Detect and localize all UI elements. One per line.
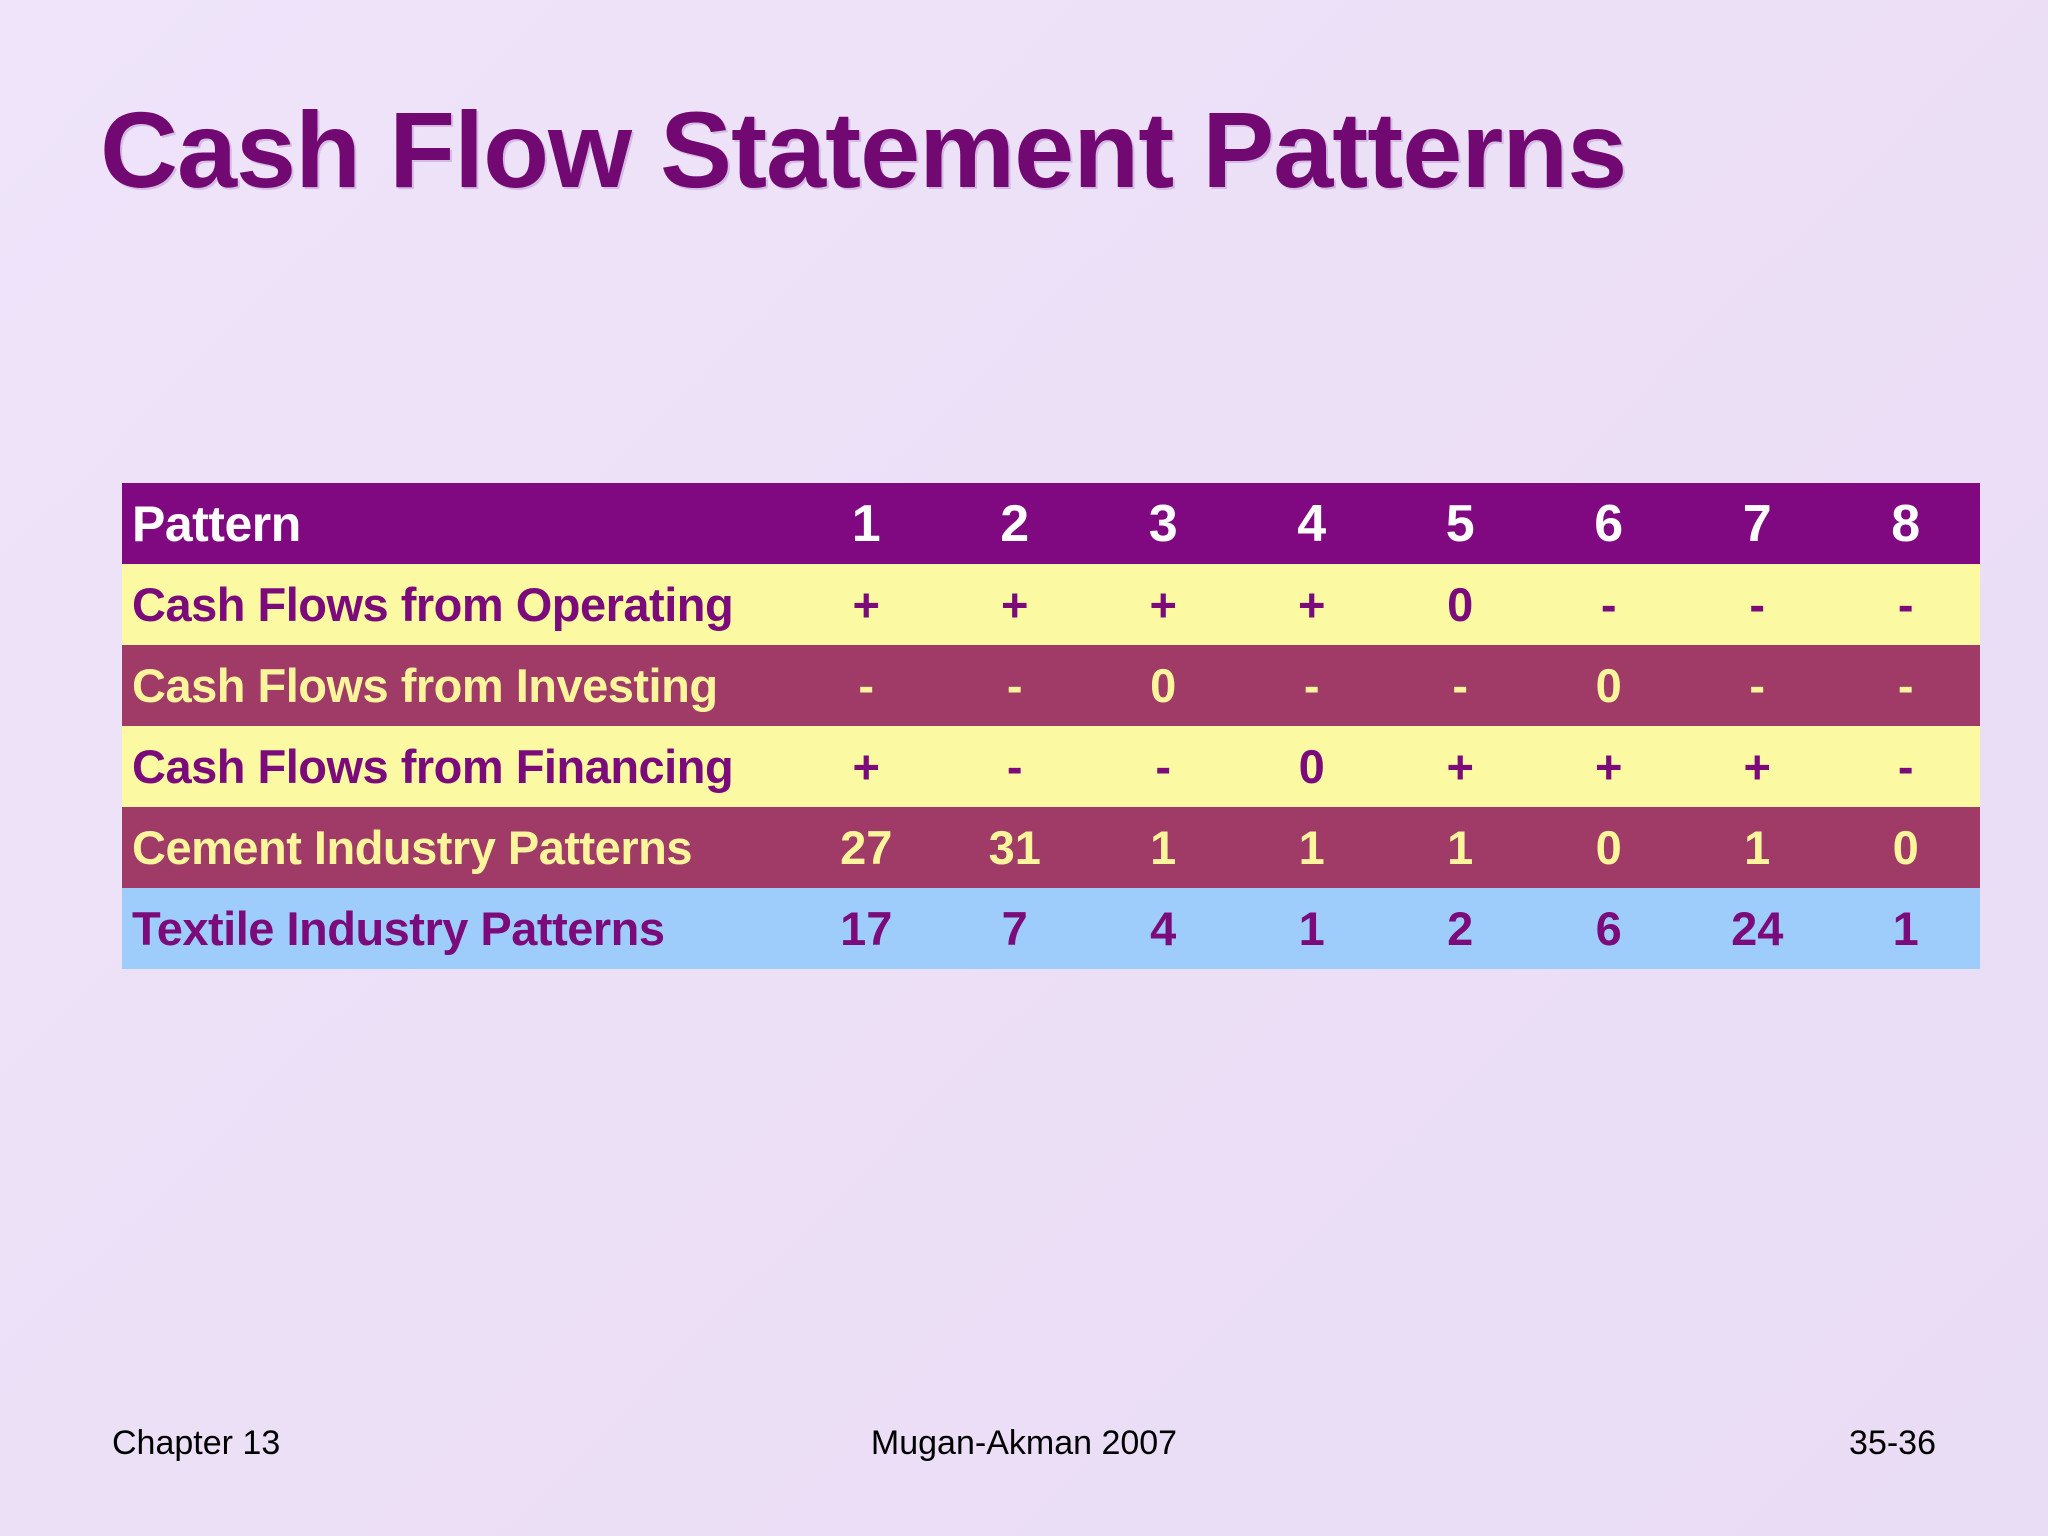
- pattern-table: Pattern 1 2 3 4 5 6 7 8 Cash Flows from …: [122, 483, 1980, 969]
- row-label-cement: Cement Industry Patterns: [122, 807, 792, 888]
- cell-financing-6: +: [1534, 726, 1683, 807]
- cell-operating-7: -: [1683, 564, 1832, 645]
- header-col-5: 5: [1386, 483, 1535, 564]
- cell-investing-4: -: [1237, 645, 1386, 726]
- cell-cement-5: 1: [1386, 807, 1535, 888]
- cell-textile-8: 1: [1831, 888, 1980, 969]
- cell-operating-5: 0: [1386, 564, 1535, 645]
- cell-operating-4: +: [1237, 564, 1386, 645]
- header-col-8: 8: [1831, 483, 1980, 564]
- table-row: Textile Industry Patterns 17 7 4 1 2 6 2…: [122, 888, 1980, 969]
- cell-investing-5: -: [1386, 645, 1535, 726]
- footer-chapter: Chapter 13: [112, 1424, 281, 1462]
- footer-page-number: 35-36: [1849, 1424, 1936, 1462]
- header-col-4: 4: [1237, 483, 1386, 564]
- table-row: Cement Industry Patterns 27 31 1 1 1 0 1…: [122, 807, 1980, 888]
- table-row: Cash Flows from Operating + + + + 0 - - …: [122, 564, 1980, 645]
- cell-investing-2: -: [940, 645, 1089, 726]
- table-header-row: Pattern 1 2 3 4 5 6 7 8: [122, 483, 1980, 564]
- header-col-2: 2: [940, 483, 1089, 564]
- cell-investing-6: 0: [1534, 645, 1683, 726]
- cell-operating-6: -: [1534, 564, 1683, 645]
- cell-operating-3: +: [1089, 564, 1238, 645]
- cell-cement-8: 0: [1831, 807, 1980, 888]
- cell-financing-5: +: [1386, 726, 1535, 807]
- cell-operating-1: +: [792, 564, 941, 645]
- header-col-1: 1: [792, 483, 941, 564]
- table-row: Cash Flows from Investing - - 0 - - 0 - …: [122, 645, 1980, 726]
- cell-cement-2: 31: [940, 807, 1089, 888]
- row-label-financing: Cash Flows from Financing: [122, 726, 792, 807]
- header-label-pattern: Pattern: [122, 483, 792, 564]
- cell-textile-3: 4: [1089, 888, 1238, 969]
- slide-footer: Chapter 13 Mugan-Akman 2007 35-36: [0, 1424, 2048, 1484]
- page-title: Cash Flow Statement Patterns: [100, 89, 1627, 210]
- cell-operating-8: -: [1831, 564, 1980, 645]
- cell-operating-2: +: [940, 564, 1089, 645]
- cell-investing-3: 0: [1089, 645, 1238, 726]
- cell-cement-3: 1: [1089, 807, 1238, 888]
- cell-textile-5: 2: [1386, 888, 1535, 969]
- cell-financing-1: +: [792, 726, 941, 807]
- cell-financing-2: -: [940, 726, 1089, 807]
- header-col-7: 7: [1683, 483, 1832, 564]
- header-col-3: 3: [1089, 483, 1238, 564]
- cell-financing-8: -: [1831, 726, 1980, 807]
- cell-textile-6: 6: [1534, 888, 1683, 969]
- cell-cement-7: 1: [1683, 807, 1832, 888]
- cash-flow-pattern-table: Pattern 1 2 3 4 5 6 7 8 Cash Flows from …: [122, 483, 1980, 969]
- table-row: Cash Flows from Financing + - - 0 + + + …: [122, 726, 1980, 807]
- cell-investing-7: -: [1683, 645, 1832, 726]
- cell-textile-4: 1: [1237, 888, 1386, 969]
- footer-credit: Mugan-Akman 2007: [870, 1424, 1178, 1462]
- row-label-operating: Cash Flows from Operating: [122, 564, 792, 645]
- cell-investing-8: -: [1831, 645, 1980, 726]
- cell-financing-7: +: [1683, 726, 1832, 807]
- cell-investing-1: -: [792, 645, 941, 726]
- cell-cement-1: 27: [792, 807, 941, 888]
- row-label-textile: Textile Industry Patterns: [122, 888, 792, 969]
- cell-financing-3: -: [1089, 726, 1238, 807]
- cell-cement-4: 1: [1237, 807, 1386, 888]
- cell-textile-2: 7: [940, 888, 1089, 969]
- cell-financing-4: 0: [1237, 726, 1386, 807]
- cell-textile-1: 17: [792, 888, 941, 969]
- cell-textile-7: 24: [1683, 888, 1832, 969]
- header-col-6: 6: [1534, 483, 1683, 564]
- cell-cement-6: 0: [1534, 807, 1683, 888]
- row-label-investing: Cash Flows from Investing: [122, 645, 792, 726]
